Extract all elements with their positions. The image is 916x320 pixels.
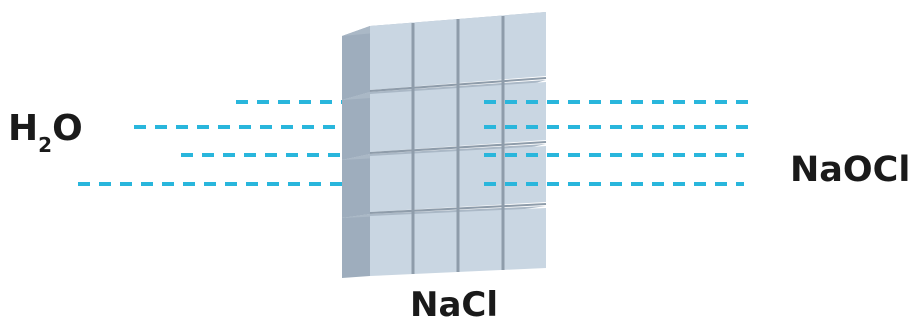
input-label: H2O [8,108,83,157]
output-label: NaOCl [790,150,910,190]
incoming-flow-lines [78,100,350,186]
block-grout-line [369,203,547,214]
block-side-face [342,92,370,160]
block-side-face [342,26,370,100]
block-grout-line [369,141,547,154]
block-grout-line [369,77,547,92]
block-side-face [342,214,370,278]
outgoing-flow-lines [484,100,756,186]
block-side-face [342,154,370,218]
nacl-block [342,12,547,278]
block-label: NaCl [410,285,498,320]
